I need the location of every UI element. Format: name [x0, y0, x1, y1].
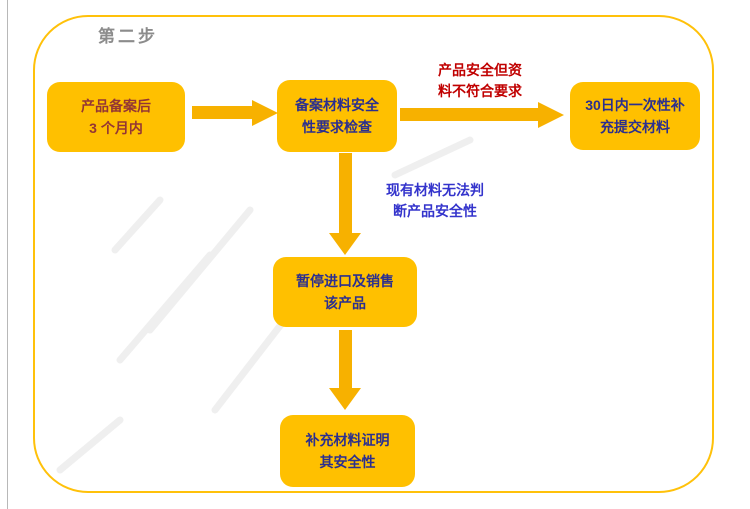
node-safety-check: 备案材料安全 性要求检查	[277, 80, 397, 152]
edge-label-down-branch: 现有材料无法判 断产品安全性	[386, 182, 484, 219]
arrow-right-2-icon	[538, 102, 564, 128]
step-title: 第二步	[98, 27, 158, 46]
node-supplement-30days: 30日内一次性补 充提交材料	[570, 82, 700, 150]
node-after-filing: 产品备案后 3 个月内	[47, 82, 185, 152]
outer-rounded-frame	[33, 15, 714, 493]
arrow-down-1-shaft	[339, 153, 352, 233]
arrow-down-2-icon	[329, 388, 361, 410]
arrow-right-2-shaft	[400, 108, 538, 121]
edge-label-right-branch: 产品安全但资 料不符合要求	[438, 62, 522, 99]
arrow-down-1-icon	[329, 233, 361, 255]
arrow-right-1-icon	[252, 100, 278, 126]
arrow-down-2-shaft	[339, 330, 352, 388]
node-suspend-sales: 暂停进口及销售 该产品	[273, 257, 417, 327]
page-edge-line	[7, 0, 8, 509]
arrow-right-1-shaft	[192, 106, 252, 119]
node-prove-safety: 补充材料证明 其安全性	[280, 415, 415, 487]
